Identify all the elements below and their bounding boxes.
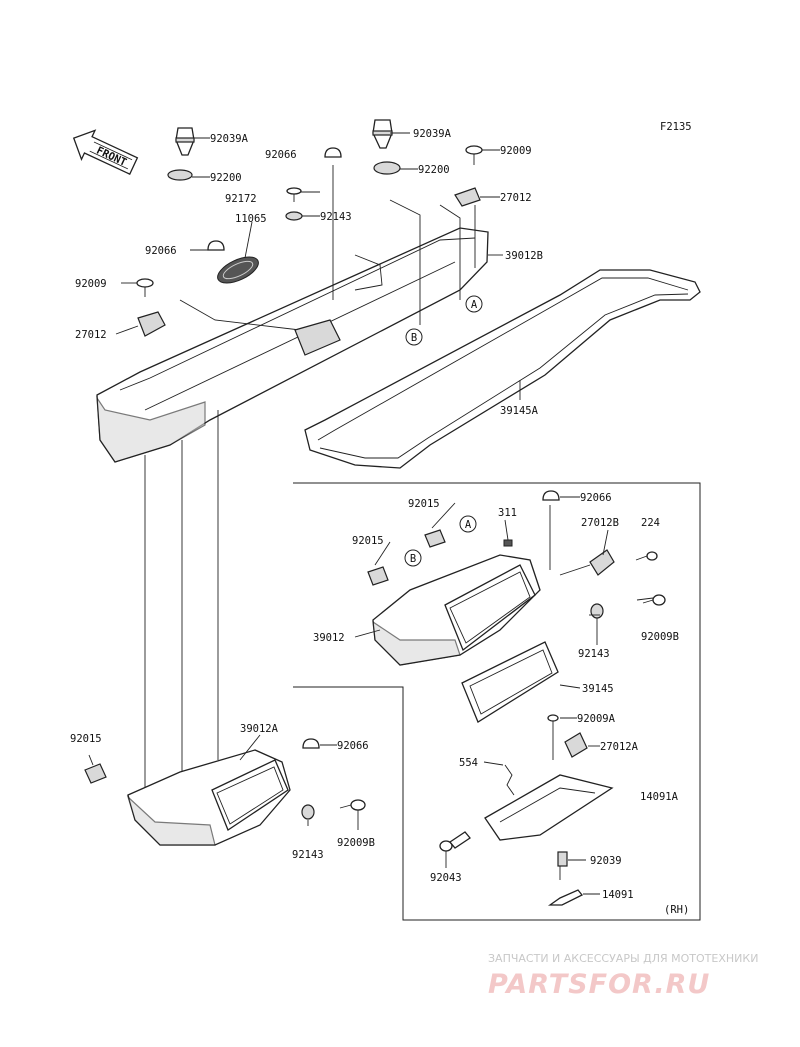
label-27012-left: 27012	[75, 329, 107, 341]
label-92066-mid: 92066	[580, 492, 612, 504]
watermark-tagline: ЗАПЧАСТИ И АКСЕССУАРЫ ДЛЯ МОТОТЕХНИКИ	[488, 952, 758, 965]
ref-a-top: A	[465, 295, 483, 313]
rod-14091-icon	[547, 889, 584, 906]
washer-92143-mid-icon	[590, 603, 604, 619]
cap-92066-low-icon	[302, 738, 320, 749]
label-27012b: 27012B	[581, 517, 619, 529]
label-92066-top: 92066	[265, 149, 297, 161]
label-92039a-right: 92039A	[413, 128, 452, 140]
label-92143-top: 92143	[320, 211, 352, 223]
seal-39145a	[304, 269, 701, 469]
pin-92043-icon	[439, 831, 471, 852]
ref-b-top: B	[405, 328, 423, 346]
label-39145: 39145	[582, 683, 614, 695]
bracket-27012-left-icon	[137, 311, 166, 337]
label-92200-left: 92200	[210, 172, 242, 184]
label-92015-c: 92015	[70, 733, 102, 745]
ref-a-mid: A	[459, 515, 477, 533]
clip-92015-b-icon	[367, 566, 389, 586]
screw-92009b-mid-icon	[642, 594, 666, 606]
watermark-brand: PARTSFOR.RU	[488, 969, 710, 1000]
svg-text:B: B	[411, 332, 417, 344]
label-14091a: 14091A	[640, 791, 679, 803]
label-11065: 11065	[235, 213, 267, 225]
latch-14091a	[484, 774, 614, 841]
figure-code: F2135	[660, 121, 692, 133]
bracket-27012-right-icon	[454, 187, 481, 207]
screw-92009-left-icon	[136, 278, 154, 297]
washer-92143-low-icon	[301, 804, 315, 820]
label-92009a: 92009A	[577, 713, 616, 725]
screw-92009a-icon	[547, 714, 559, 760]
label-39012a: 39012A	[240, 723, 279, 735]
label-39012b: 39012B	[505, 250, 543, 262]
label-92200-right: 92200	[418, 164, 450, 176]
detail-frame-rh	[293, 482, 701, 921]
label-92043: 92043	[430, 872, 462, 884]
clip-92015-a-icon	[424, 529, 446, 548]
washer-92143-top-icon	[285, 211, 303, 221]
label-92015-b: 92015	[352, 535, 384, 547]
bracket-27012a-icon	[564, 732, 588, 758]
saddlebag-body-39012a	[126, 749, 291, 846]
label-92009b-low: 92009B	[337, 837, 375, 849]
label-39012: 39012	[313, 632, 345, 644]
part-labels: F2135 92039A 92066 92200 92172 11065 921…	[70, 121, 692, 916]
label-92009-left: 92009	[75, 278, 107, 290]
label-92009-right: 92009	[500, 145, 532, 157]
label-39145a: 39145A	[500, 405, 539, 417]
label-27012-right: 27012	[500, 192, 532, 204]
svg-text:A: A	[465, 519, 472, 531]
label-92015-a: 92015	[408, 498, 440, 510]
clip-92039a-left-icon	[175, 127, 195, 156]
svg-text:A: A	[471, 299, 478, 311]
screw-92009b-low-icon	[339, 799, 366, 811]
label-92143-low: 92143	[292, 849, 324, 861]
saddlebag-body-39012	[372, 554, 541, 666]
label-554: 554	[459, 757, 478, 769]
label-92143-mid: 92143	[578, 648, 610, 660]
spring-554-icon	[504, 764, 515, 796]
cap-92066-mid-icon	[542, 490, 560, 501]
seal-39145	[461, 641, 559, 723]
nut-311-icon	[503, 539, 513, 547]
watermark: ЗАПЧАСТИ И АКСЕССУАРЫ ДЛЯ МОТОТЕХНИКИ PA…	[488, 952, 758, 1000]
clip-92015-c-icon	[84, 763, 107, 784]
screw-92009-right-icon	[465, 145, 483, 165]
screw-92172-icon	[286, 187, 302, 202]
cap-92066-top-icon	[324, 147, 342, 158]
svg-text:B: B	[410, 553, 416, 565]
label-311: 311	[498, 507, 517, 519]
washer-92200-right-icon	[373, 161, 401, 175]
label-224: 224	[641, 517, 660, 529]
clip-92039a-right-icon	[372, 119, 393, 149]
bracket-27012b-icon	[589, 549, 615, 576]
label-92172: 92172	[225, 193, 257, 205]
label-92009b-mid: 92009B	[641, 631, 679, 643]
label-92066-low: 92066	[337, 740, 369, 752]
label-14091: 14091	[602, 889, 634, 901]
label-27012a: 27012A	[600, 741, 639, 753]
bolt-224-icon	[635, 551, 658, 561]
washer-92200-left-icon	[167, 169, 193, 181]
front-arrow-icon: FRONT	[72, 129, 139, 176]
label-92066-left: 92066	[145, 245, 177, 257]
cap-92066-left-icon	[207, 240, 225, 251]
ref-b-mid: B	[404, 549, 422, 567]
label-92039a-left: 92039A	[210, 133, 249, 145]
label-92039: 92039	[590, 855, 622, 867]
pin-92039-icon	[557, 851, 568, 880]
leader-lines	[88, 132, 654, 895]
emblem-11065	[217, 256, 259, 284]
label-rh: (RH)	[664, 904, 689, 916]
